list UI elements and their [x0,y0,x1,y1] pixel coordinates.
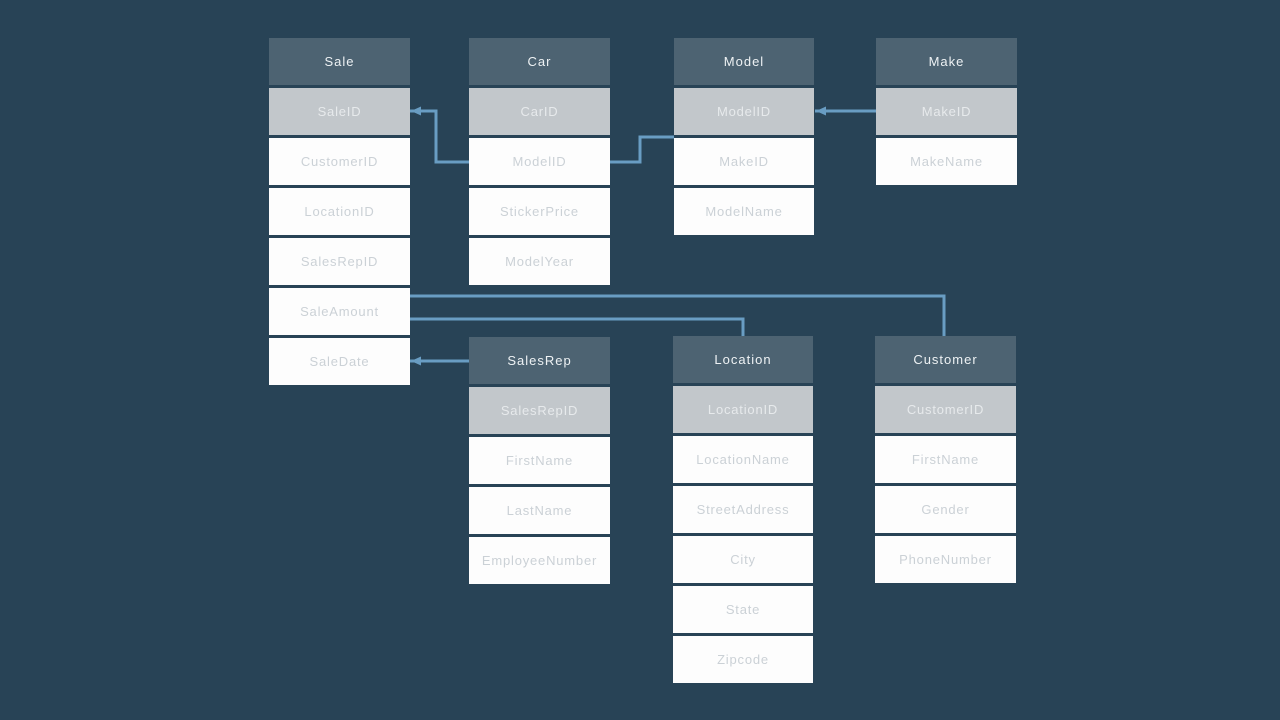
field-row: SalesRepID [269,238,410,285]
field-row: SaleAmount [269,288,410,335]
field-row: EmployeeNumber [469,537,610,584]
table-header: Customer [875,336,1016,383]
field-row: ModelYear [469,238,610,285]
field-row: StreetAddress [673,486,813,533]
field-row: PhoneNumber [875,536,1016,583]
field-row: FirstName [875,436,1016,483]
primary-key-row: LocationID [673,386,813,433]
field-row: SaleDate [269,338,410,385]
primary-key-row: CustomerID [875,386,1016,433]
table-header: Model [674,38,814,85]
relationship-arrowhead-icon [816,106,826,116]
relationship-line [410,109,469,164]
field-row: MakeName [876,138,1017,185]
field-row: LastName [469,487,610,534]
primary-key-row: SaleID [269,88,410,135]
relationship-line [610,135,674,164]
table-header: Car [469,38,610,85]
relationship-arrowhead-icon [411,106,421,116]
relationship-line [408,294,946,336]
field-row: LocationID [269,188,410,235]
field-row: StickerPrice [469,188,610,235]
table-header: SalesRep [469,337,610,384]
field-row: Gender [875,486,1016,533]
primary-key-row: MakeID [876,88,1017,135]
field-row: ModelName [674,188,814,235]
relationship-line [408,317,745,336]
table-header: Sale [269,38,410,85]
field-row: City [673,536,813,583]
field-row: LocationName [673,436,813,483]
field-row: FirstName [469,437,610,484]
table-header: Make [876,38,1017,85]
primary-key-row: ModelID [674,88,814,135]
table-header: Location [673,336,813,383]
primary-key-row: CarID [469,88,610,135]
relationship-arrowhead-icon [411,356,421,366]
field-row: Zipcode [673,636,813,683]
field-row: State [673,586,813,633]
field-row: CustomerID [269,138,410,185]
field-row: MakeID [674,138,814,185]
field-row: ModelID [469,138,610,185]
primary-key-row: SalesRepID [469,387,610,434]
